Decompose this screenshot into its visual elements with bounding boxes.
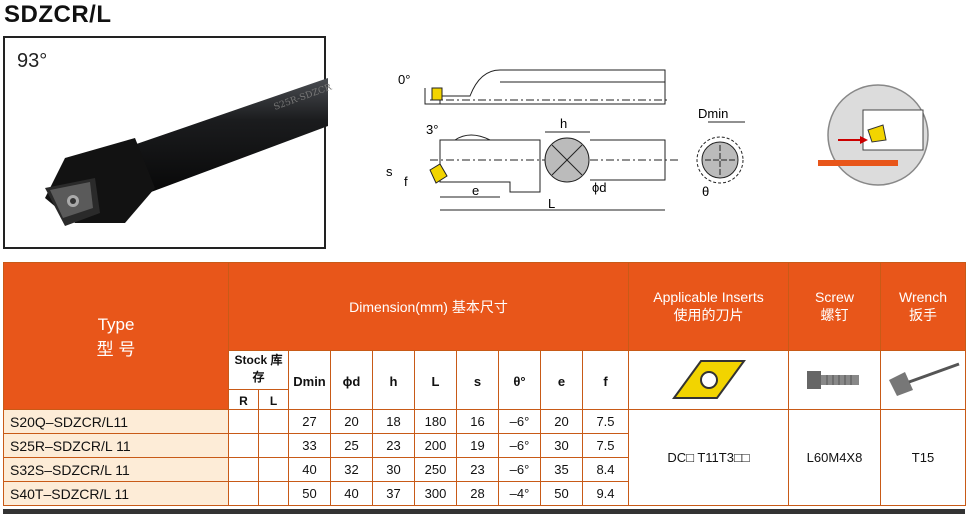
screw-image [788,350,881,413]
product-photo: 93° S25R-SDZCR [3,36,333,249]
h-label: h [560,116,567,131]
stock-header: Stock 库存 R L [228,350,289,413]
col-s: s [456,350,499,413]
side-view [429,121,745,211]
col-theta: θ° [498,350,541,413]
col-L-length: L [414,350,457,413]
screw-value: L60M4X8 [788,409,881,506]
inserts-header: Applicable Inserts 使用的刀片 [628,262,789,351]
page-title: SDZCR/L [4,1,112,28]
top-view [424,69,670,105]
wrench-header: Wrench 扳手 [880,262,966,351]
L-label: L [548,196,555,211]
f-label: f [404,174,408,189]
bottom-rule [3,509,965,514]
wrench-value: T15 [880,409,966,506]
e-label: e [472,183,479,198]
insert-value: DC□ T11T3□□ [628,409,789,506]
wrench-image [880,350,966,413]
col-dmin: Dmin [288,350,331,413]
approach-angle-label: 93° [17,50,48,72]
col-h: h [372,350,415,413]
insert-image [628,350,789,413]
phid-label: ϕd [592,180,607,195]
spec-table: Type 型 号 Dimension(mm) 基本尺寸 Applicable I… [3,262,966,413]
col-f: f [582,350,629,413]
boring-bar-image: S25R-SDZCR [45,78,333,226]
technical-drawing: 0° 3° h s f e L ϕd Dmin [380,60,780,225]
col-phid: ϕd [330,350,373,413]
detail-view [808,80,948,195]
col-L: L [269,394,278,408]
dmin-label: Dmin [698,106,728,121]
col-e: e [540,350,583,413]
dimension-header: Dimension(mm) 基本尺寸 [228,262,629,351]
s-label: s [386,164,393,179]
type-header: Type 型 号 [3,262,229,413]
side-angle-label: 3° [426,122,438,137]
col-R: R [229,390,259,412]
end-view [696,136,744,184]
theta-label: θ [702,184,709,199]
top-angle-label: 0° [398,72,410,87]
screw-header: Screw 螺钉 [788,262,881,351]
